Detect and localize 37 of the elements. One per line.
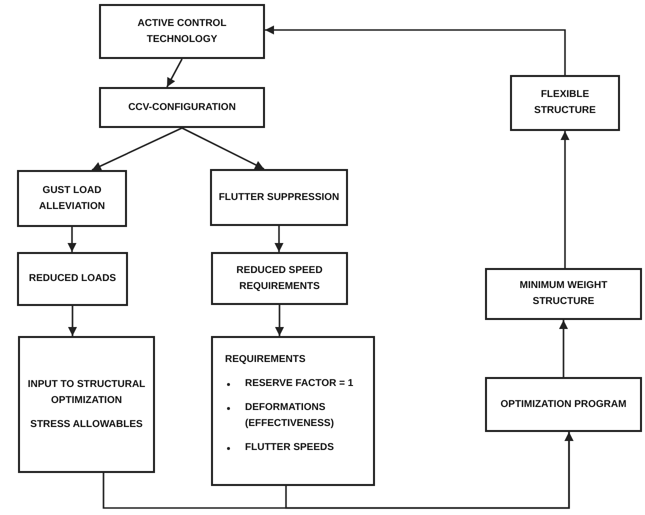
box-text: INPUT TO STRUCTURAL OPTIMIZATION xyxy=(26,378,146,408)
box-text: CCV-CONFIGURATION xyxy=(128,100,236,114)
box-text: FLUTTER SUPPRESSION xyxy=(218,190,340,204)
process-box xyxy=(211,252,348,305)
list-item-text: FLUTTER SPEEDS xyxy=(245,441,335,455)
box-text: REQUIREMENTS xyxy=(225,353,307,367)
box-text: GUST LOAD ALLEVIATION xyxy=(38,184,106,214)
list-item-text: RESERVE FACTOR = 1 xyxy=(245,377,354,391)
list-item-text: DEFORMATIONS (EFFECTIVENESS) xyxy=(245,401,335,431)
process-box xyxy=(17,252,128,306)
box-text: MINIMUM WEIGHT STRUCTURE xyxy=(518,279,608,309)
arrow xyxy=(92,127,182,171)
process-box xyxy=(211,336,375,486)
box-text: ACTIVE CONTROL TECHNOLOGY xyxy=(136,16,228,46)
arrow xyxy=(265,26,566,75)
arrow xyxy=(166,58,183,88)
arrow xyxy=(274,226,284,252)
arrow xyxy=(275,305,284,336)
process-box xyxy=(18,336,155,473)
process-box xyxy=(99,4,265,59)
process-box xyxy=(17,170,127,227)
arrow xyxy=(559,320,568,377)
arrow xyxy=(182,127,264,170)
box-subtext: STRESS ALLOWABLES xyxy=(30,418,143,432)
arrow xyxy=(68,306,77,336)
arrow xyxy=(560,131,570,268)
box-text: OPTIMIZATION PROGRAM xyxy=(500,398,626,412)
box-text: REDUCED LOADS xyxy=(28,272,116,286)
process-box xyxy=(510,75,620,131)
arrow xyxy=(285,432,574,509)
process-box xyxy=(485,377,642,432)
box-text: REDUCED SPEED REQUIREMENTS xyxy=(235,264,324,294)
process-box xyxy=(485,268,642,320)
process-box xyxy=(210,169,348,226)
arrow xyxy=(68,227,76,252)
process-box xyxy=(99,87,265,128)
box-text: FLEXIBLE STRUCTURE xyxy=(533,88,597,118)
